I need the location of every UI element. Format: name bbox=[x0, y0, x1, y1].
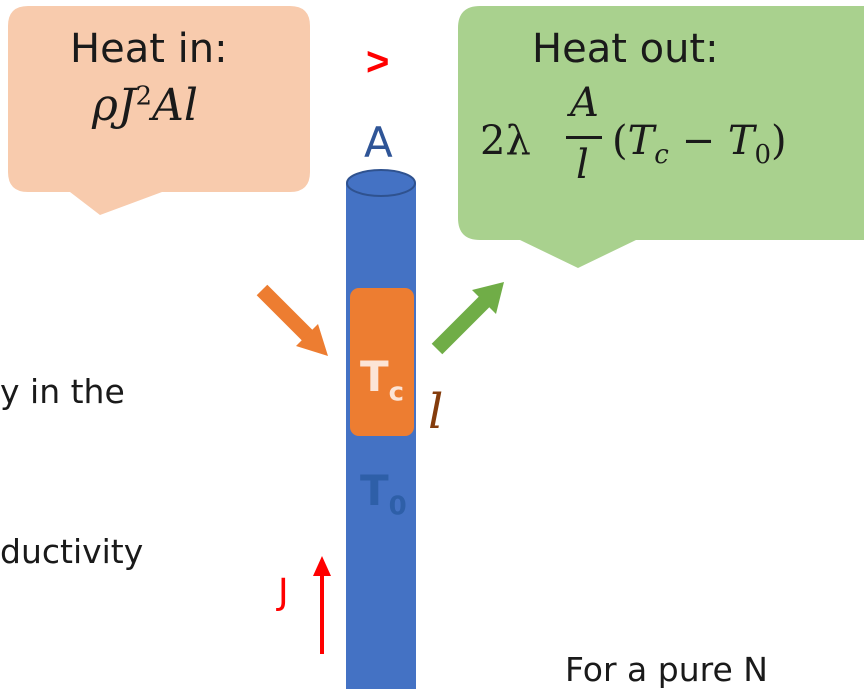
hot-zone-label: Tc bbox=[360, 352, 404, 407]
heat-in-arrow bbox=[256, 284, 328, 356]
heat-out-formula: 2λ A l (Tc − T0) bbox=[480, 80, 787, 188]
heat-in-title: Heat in: bbox=[70, 26, 228, 72]
body-text-line-2: ductivity bbox=[0, 532, 144, 571]
hot-zone bbox=[350, 288, 414, 436]
current-label: J bbox=[278, 572, 289, 613]
comparison-symbol: > bbox=[366, 40, 390, 84]
ambient-temp-label-main: T bbox=[360, 466, 389, 515]
heat-out-arrow bbox=[431, 282, 504, 355]
heat-in-callout bbox=[8, 6, 310, 215]
heat-out-title: Heat out: bbox=[532, 26, 719, 72]
body-text-line-1: y in the bbox=[0, 372, 125, 411]
rod-top-cap bbox=[346, 169, 416, 197]
ambient-temp-label: T0 bbox=[360, 466, 407, 521]
ambient-temp-label-subscript: 0 bbox=[388, 491, 407, 522]
hot-zone-label-main: T bbox=[360, 352, 389, 401]
current-arrow bbox=[313, 556, 331, 654]
body-text-line-3: For a pure N bbox=[565, 650, 768, 689]
hot-zone-label-subscript: c bbox=[388, 377, 405, 408]
heat-out-callout bbox=[458, 6, 864, 268]
area-label: A bbox=[364, 118, 393, 167]
length-label: l bbox=[428, 384, 444, 440]
heat-in-formula: ρJ2Al bbox=[92, 80, 198, 131]
